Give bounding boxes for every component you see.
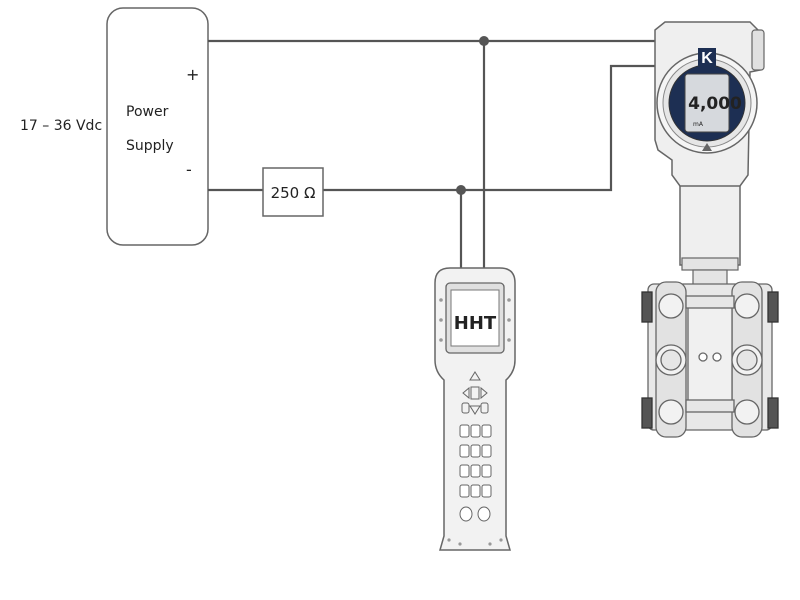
- arrow-right-icon: [480, 386, 488, 400]
- resistor-box: [262, 167, 324, 217]
- process-flange: [641, 281, 779, 438]
- hht-side-dots: [439, 298, 511, 546]
- wiring: [208, 36, 655, 275]
- transmitter-logo: K: [701, 50, 713, 67]
- negative-wire-right: [323, 64, 655, 192]
- power-supply-label-line1: Power: [126, 104, 169, 120]
- arrow-down-icon: [469, 405, 481, 415]
- hht-screen: [450, 289, 500, 347]
- hht-nav-pad: [461, 371, 489, 415]
- arrow-left-icon: [462, 386, 470, 400]
- hht-label: HHT: [454, 313, 497, 334]
- power-supply-box: [106, 7, 209, 246]
- display-value: 4,000: [688, 94, 742, 114]
- display-unit: mA: [693, 121, 704, 128]
- resistor: 250 Ω: [262, 167, 324, 217]
- enter-icon: [470, 386, 480, 400]
- lcd-panel: [684, 73, 730, 133]
- negative-port-icon: [698, 352, 708, 362]
- junction-dot-bottom: [456, 185, 466, 195]
- resistor-label: 250 Ω: [271, 184, 316, 202]
- arrow-up-icon: [702, 143, 712, 151]
- power-supply-label-line2: Supply: [126, 138, 174, 154]
- hht-device: HHT: [434, 267, 516, 551]
- power-supply: Power Supply + -: [106, 7, 209, 246]
- arrow-up-icon: [469, 371, 481, 381]
- supply-voltage-label: 17 – 36 Vdc: [20, 118, 102, 134]
- hht-keypad: [459, 424, 492, 522]
- junction-dot-top: [479, 36, 489, 46]
- positive-port-icon: [712, 352, 722, 362]
- negative-terminal-label: -: [186, 160, 192, 179]
- positive-terminal-label: +: [186, 65, 199, 84]
- transmitter: K 4,000 mA: [641, 21, 779, 438]
- transmitter-neck: [679, 174, 741, 266]
